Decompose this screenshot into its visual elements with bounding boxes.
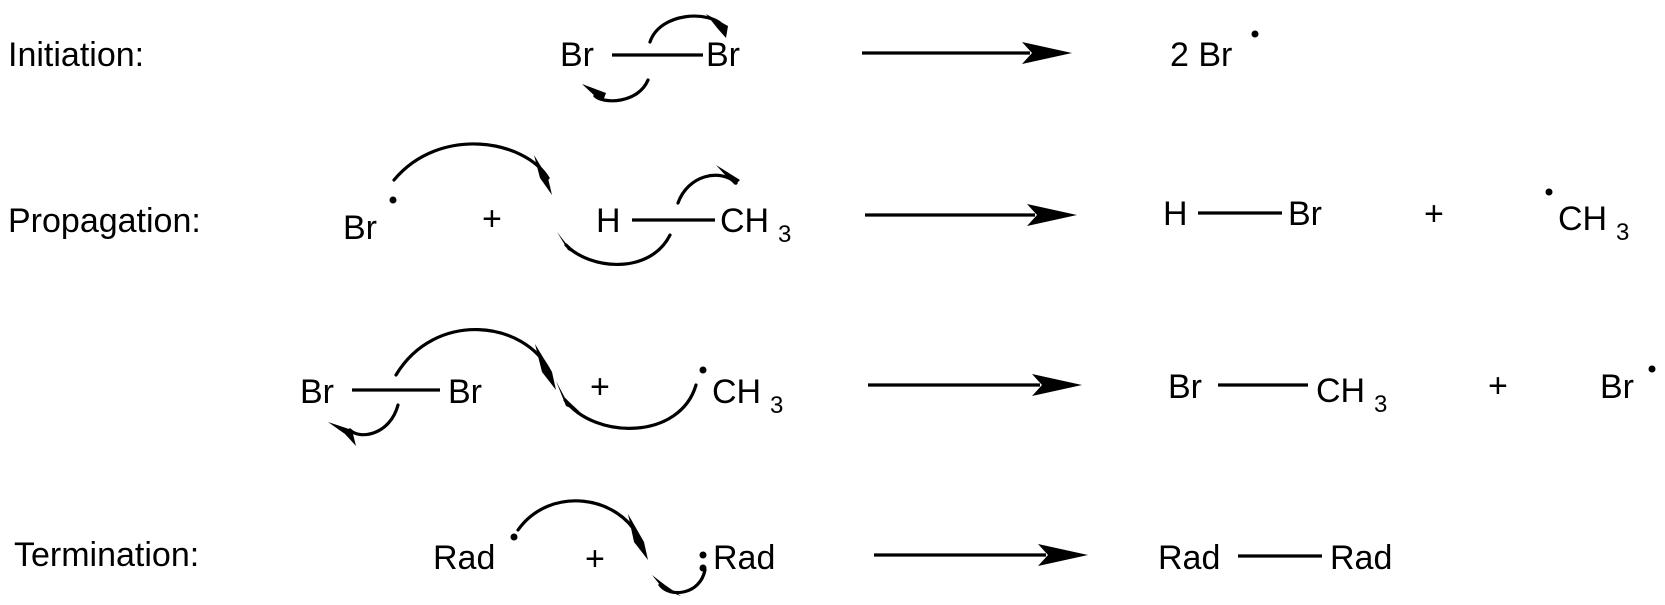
product-2br: 2 Br bbox=[1170, 36, 1232, 74]
radical-dot bbox=[699, 366, 707, 374]
arrow-head bbox=[706, 14, 728, 38]
reaction-arrow-head bbox=[1027, 204, 1077, 226]
rad-group: Rad bbox=[1158, 539, 1220, 577]
subscript-3: 3 bbox=[1374, 391, 1387, 418]
arrow-head bbox=[535, 344, 556, 390]
rad-group: Rad bbox=[1330, 539, 1392, 577]
h-atom: H bbox=[596, 202, 621, 240]
br-atom: Br bbox=[448, 373, 482, 411]
fishhook-arrow bbox=[392, 142, 550, 182]
label-initiation: Initiation: bbox=[8, 36, 144, 74]
radical-dot bbox=[389, 196, 397, 204]
arrow-head bbox=[716, 165, 740, 185]
arrow-head bbox=[556, 381, 580, 412]
label-termination: Termination: bbox=[14, 536, 199, 574]
ch-group: CH bbox=[1558, 200, 1607, 238]
br-atom: Br bbox=[300, 373, 334, 411]
ch-group: CH bbox=[1316, 372, 1365, 410]
fishhook-arrow bbox=[676, 173, 738, 205]
fishhook-arrow bbox=[394, 328, 552, 377]
reaction-arrow-head bbox=[1032, 374, 1082, 396]
ch-group: CH bbox=[720, 202, 769, 240]
plus-sign: + bbox=[482, 200, 502, 238]
fishhook-arrow bbox=[563, 383, 698, 430]
fishhook-arrow bbox=[516, 499, 642, 542]
subscript-3: 3 bbox=[770, 392, 783, 419]
arrow-head bbox=[534, 155, 552, 195]
ch-group: CH bbox=[712, 373, 761, 411]
radical-dot bbox=[510, 533, 518, 541]
label-propagation: Propagation: bbox=[8, 202, 201, 240]
br-atom: Br bbox=[706, 36, 740, 74]
radical-dot bbox=[1545, 188, 1553, 196]
br-atom: Br bbox=[1288, 195, 1322, 233]
h-atom: H bbox=[1163, 195, 1188, 233]
plus-sign: + bbox=[590, 368, 610, 406]
arrow-head bbox=[628, 514, 648, 560]
plus-sign: + bbox=[1424, 195, 1444, 233]
radical-dot bbox=[699, 564, 707, 572]
rad-group: Rad bbox=[433, 539, 495, 577]
subscript-3: 3 bbox=[778, 221, 791, 248]
subscript-3: 3 bbox=[1616, 219, 1629, 246]
br-atom: Br bbox=[343, 209, 377, 247]
br-atom: Br bbox=[1168, 368, 1202, 406]
fishhook-arrow bbox=[348, 403, 400, 437]
rad-group: Rad bbox=[713, 539, 775, 577]
reaction-arrow-head bbox=[1038, 544, 1088, 566]
br-atom: Br bbox=[560, 36, 594, 74]
plus-sign: + bbox=[1488, 367, 1508, 405]
plus-sign: + bbox=[585, 540, 605, 578]
reaction-arrow-head bbox=[1022, 42, 1072, 64]
br-atom: Br bbox=[1600, 368, 1634, 406]
arrow-head bbox=[582, 84, 606, 101]
radical-dot bbox=[1251, 30, 1259, 38]
arrow-head bbox=[328, 422, 356, 446]
radical-dot bbox=[1648, 365, 1656, 373]
radical-dot bbox=[699, 551, 707, 559]
